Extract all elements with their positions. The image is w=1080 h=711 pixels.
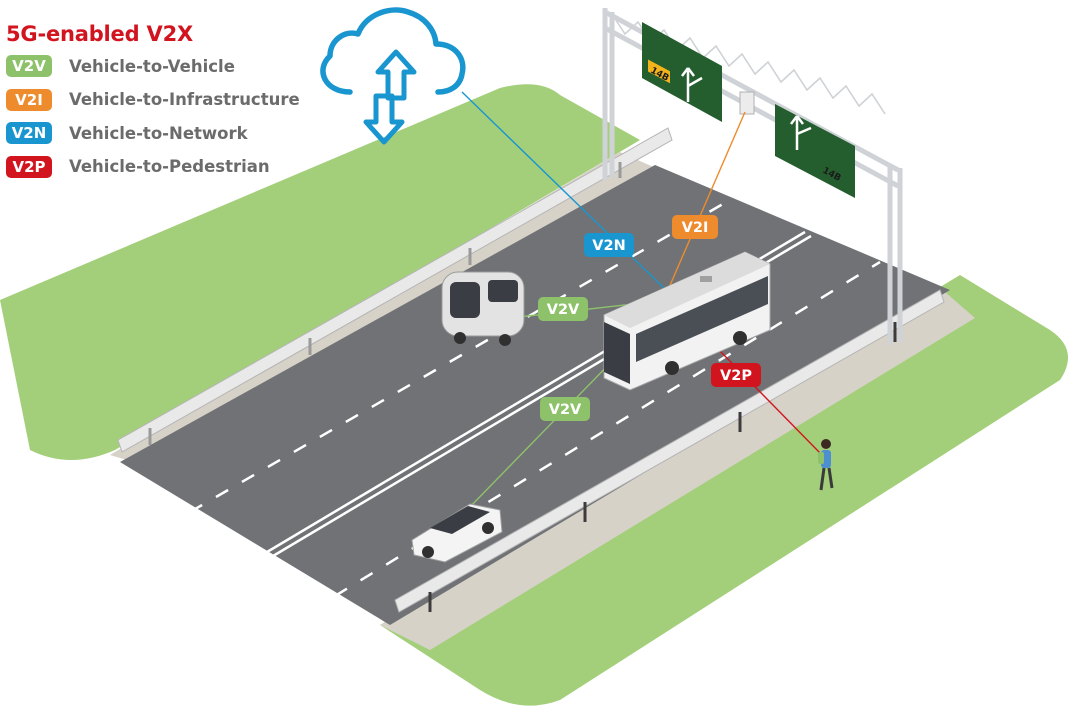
v2n-link [461, 91, 669, 293]
scene-label-v2v-bottom: V2V [540, 397, 590, 421]
legend-item-v2i: V2I Vehicle-to-Infrastructure [6, 88, 300, 112]
svg-text:V2V: V2V [549, 402, 582, 418]
scene-label-v2n: V2N [584, 233, 634, 257]
cloud-icon [320, 7, 466, 95]
svg-text:V2N: V2N [592, 238, 625, 254]
guard-rail-left [117, 127, 673, 453]
legend-label-v2i: Vehicle-to-Infrastructure [69, 90, 300, 109]
car [411, 503, 503, 563]
legend-label-v2n: Vehicle-to-Network [69, 123, 248, 143]
roadside-unit [739, 91, 755, 115]
svg-text:V2I: V2I [682, 220, 709, 236]
guard-rail-right [394, 289, 945, 613]
highway-sign-left: 14B [642, 22, 722, 122]
legend-label-v2p: Vehicle-to-Pedestrian [69, 157, 270, 176]
road-shoulder-left [110, 152, 660, 470]
grass-right [380, 275, 1068, 706]
scene-label-v2p: V2P [711, 363, 761, 387]
svg-text:V2P: V2P [720, 368, 752, 384]
up-down-arrow-icon [363, 49, 417, 145]
scene-label-v2i: V2I [672, 215, 718, 239]
legend-item-v2n: V2N Vehicle-to-Network [6, 121, 300, 145]
legend-item-v2p: V2P Vehicle-to-Pedestrian [6, 155, 300, 179]
bus [603, 251, 771, 391]
legend-badge-v2n: V2N [6, 122, 52, 144]
legend-label-v2v: Vehicle-to-Vehicle [69, 56, 235, 76]
v2i-link [667, 111, 746, 291]
road-shoulder-right [380, 292, 975, 650]
diagram-title: 5G-enabled V2X [6, 22, 193, 46]
scene-label-v2v-top: V2V [538, 297, 588, 321]
legend: 5G-enabled V2X V2V Vehicle-to-Vehicle V2… [6, 22, 300, 188]
autonomous-shuttle [441, 271, 525, 346]
legend-badge-v2p: V2P [6, 155, 52, 178]
grass-left [0, 84, 640, 460]
legend-item-v2v: V2V Vehicle-to-Vehicle [6, 54, 300, 78]
pedestrian-icon [818, 439, 834, 491]
legend-badge-v2v: V2V [6, 55, 52, 77]
svg-text:V2V: V2V [547, 302, 580, 318]
highway-sign-right: 14B [775, 104, 855, 198]
legend-badge-v2i: V2I [6, 88, 52, 111]
